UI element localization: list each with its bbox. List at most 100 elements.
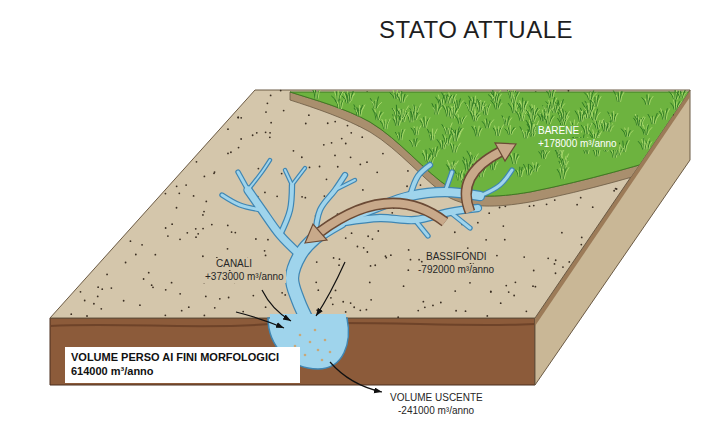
grass-blade xyxy=(401,109,403,117)
grass-blade xyxy=(562,109,564,120)
grass-blade xyxy=(610,125,613,131)
sediment-dot xyxy=(455,310,457,312)
sediment-dot xyxy=(422,301,424,303)
channel-outline xyxy=(292,222,340,326)
sediment-dot xyxy=(505,285,507,287)
box-heading: VOLUME PERSO AI FINI MORFOLOGICI xyxy=(71,350,294,364)
grass-blade xyxy=(525,102,528,109)
grass-tuft xyxy=(669,88,682,100)
channel-outline xyxy=(450,212,470,228)
sediment-dot xyxy=(515,281,517,283)
sediment-dot xyxy=(152,286,154,288)
grass-blade xyxy=(652,116,653,124)
grass-blade xyxy=(376,113,378,121)
sediment-dot xyxy=(176,185,178,187)
sediment-dot xyxy=(500,302,502,304)
grass-blade xyxy=(433,149,434,157)
grass-blade xyxy=(494,126,496,136)
sediment-dot xyxy=(502,225,504,227)
grass-blade xyxy=(604,120,605,132)
grass-blade xyxy=(625,128,627,137)
grass-blade xyxy=(610,150,613,157)
sediment-dot xyxy=(280,90,282,92)
sediment-dot xyxy=(203,315,205,317)
grass-blade xyxy=(405,111,410,122)
sediment-dot xyxy=(269,136,271,138)
grass-blade xyxy=(515,111,520,122)
grass-tuft xyxy=(409,138,420,147)
grass-blade xyxy=(645,98,647,105)
grass-tuft xyxy=(448,141,460,153)
sediment-dot xyxy=(504,239,506,241)
sediment-dot xyxy=(227,225,229,227)
grass-blade xyxy=(590,100,594,107)
sediment-dot xyxy=(106,273,108,275)
grass-blade xyxy=(425,150,427,162)
sediment-dot xyxy=(301,196,303,198)
grass-tuft xyxy=(638,138,649,150)
sediment-dot xyxy=(165,227,167,229)
grass-blade xyxy=(346,94,348,104)
channel xyxy=(292,168,305,185)
arrow-head xyxy=(495,143,516,161)
sediment-dot xyxy=(485,239,487,241)
channel xyxy=(285,170,292,185)
grass-blade xyxy=(471,111,474,121)
grass-blade xyxy=(629,130,633,137)
volume-value: +373000 m³/anno xyxy=(203,271,286,283)
sediment-dot xyxy=(385,255,387,257)
grass-tuft xyxy=(354,105,365,117)
sediment-dot xyxy=(345,237,347,239)
sediment-dot xyxy=(454,231,456,233)
grass-blade xyxy=(578,110,580,122)
grass-blade xyxy=(479,128,482,136)
grass-blade xyxy=(560,109,563,119)
grass-blade xyxy=(457,174,459,180)
grass-blade xyxy=(349,93,350,101)
channel-outline xyxy=(415,220,428,236)
sediment-dot xyxy=(345,143,347,145)
sediment-dot xyxy=(264,191,266,193)
grass-tuft xyxy=(437,139,448,149)
sediment-dot xyxy=(333,257,335,259)
grass-blade xyxy=(643,138,644,150)
grass-blade xyxy=(392,108,396,116)
grass-blade xyxy=(508,118,512,126)
grass-blade xyxy=(439,99,441,106)
grass-blade xyxy=(534,105,535,115)
sediment-dot xyxy=(613,190,615,192)
grass-blade xyxy=(434,129,438,141)
sediment-dot xyxy=(534,286,536,288)
channel xyxy=(450,212,470,228)
marsh-cliff xyxy=(290,92,690,206)
grass-blade xyxy=(462,115,467,124)
grass-blade xyxy=(638,117,640,127)
sediment-dot xyxy=(525,310,527,312)
volume-value: +178000 m³/anno xyxy=(536,138,619,150)
grass-blade xyxy=(337,101,339,109)
sediment-dot xyxy=(323,144,325,146)
grass-blade xyxy=(414,126,416,135)
marsh-grass xyxy=(312,87,687,186)
sediment-dot xyxy=(135,254,137,256)
arrow-outline xyxy=(466,152,500,212)
grass-tuft xyxy=(396,106,408,118)
sediment-dot xyxy=(350,132,352,134)
sediment-dot xyxy=(164,314,166,316)
sediment-dot xyxy=(97,296,99,298)
sediment-dot xyxy=(561,232,563,234)
sediment-dot xyxy=(188,306,190,308)
sediment-dot xyxy=(227,128,229,130)
grass-blade xyxy=(521,167,525,177)
sediment-dot xyxy=(486,315,488,317)
grass-tuft xyxy=(395,129,405,140)
grass-blade xyxy=(372,101,375,109)
sediment-dot xyxy=(319,166,321,168)
grass-blade xyxy=(498,94,502,103)
grass-blade xyxy=(433,107,436,114)
sediment-dot xyxy=(86,315,88,317)
grass-blade xyxy=(396,109,401,117)
channel-outline xyxy=(238,172,248,190)
grass-blade xyxy=(586,111,588,118)
grass-blade xyxy=(616,95,618,102)
